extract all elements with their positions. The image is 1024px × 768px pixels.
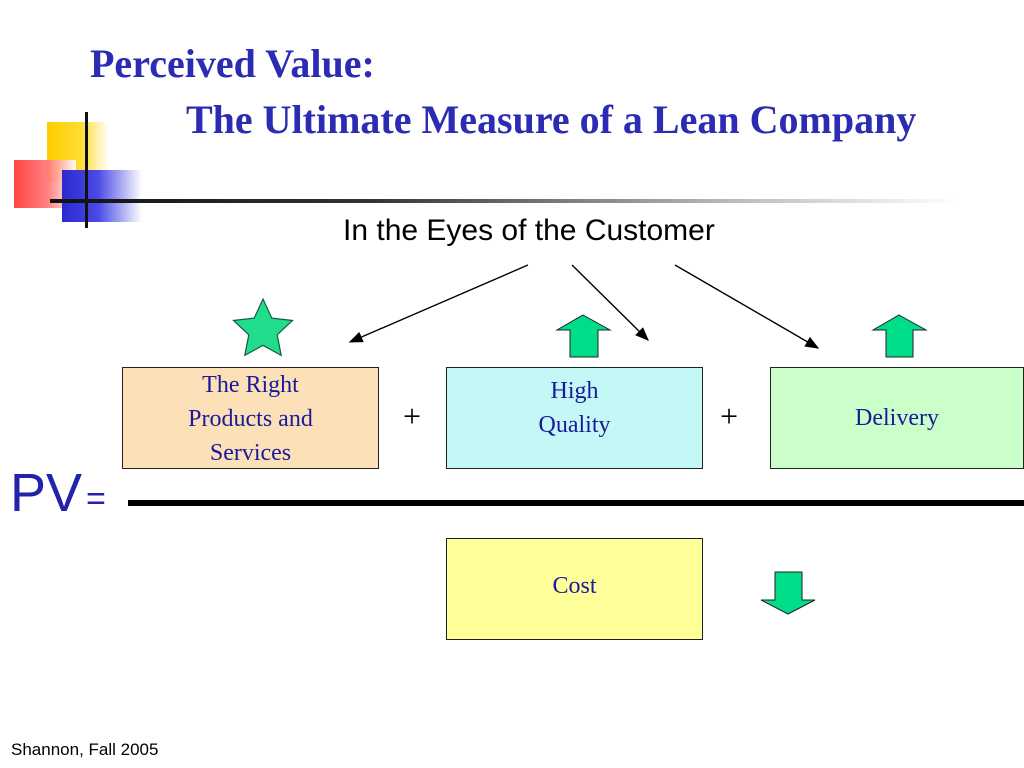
high-quality-label: High Quality <box>538 378 611 438</box>
connector-to-delivery <box>674 264 820 349</box>
cost-box: Cost <box>446 538 703 640</box>
fraction-bar <box>128 500 1024 506</box>
decor-blue-block <box>62 170 142 222</box>
pv-label: PV <box>10 463 83 523</box>
connector-to-quality <box>571 264 649 341</box>
slide-title-line-1: Perceived Value: <box>90 41 375 86</box>
decor-horizontal-rule <box>50 199 960 203</box>
cost-down-arrow-icon <box>760 571 816 615</box>
connector-to-products <box>348 264 529 343</box>
products-services-label: The Right Products and Services <box>188 372 313 466</box>
plus-sign-1: + <box>403 398 422 434</box>
delivery-box: Delivery <box>770 367 1024 469</box>
decor-vertical-line <box>85 112 88 228</box>
cost-label: Cost <box>552 573 597 599</box>
equals-sign: = <box>86 480 106 518</box>
quality-up-arrow-icon <box>555 314 612 358</box>
high-quality-box: High Quality <box>446 367 703 469</box>
subtitle-eyes-of-customer: In the Eyes of the Customer <box>343 214 715 247</box>
delivery-label: Delivery <box>855 405 939 431</box>
footer-credit: Shannon, Fall 2005 <box>11 740 159 759</box>
products-services-box: The Right Products and Services <box>122 367 379 469</box>
delivery-up-arrow-icon <box>871 314 928 358</box>
star-icon <box>232 297 294 357</box>
slide-title-line-2: The Ultimate Measure of a Lean Company <box>186 97 917 142</box>
plus-sign-2: + <box>720 398 739 434</box>
